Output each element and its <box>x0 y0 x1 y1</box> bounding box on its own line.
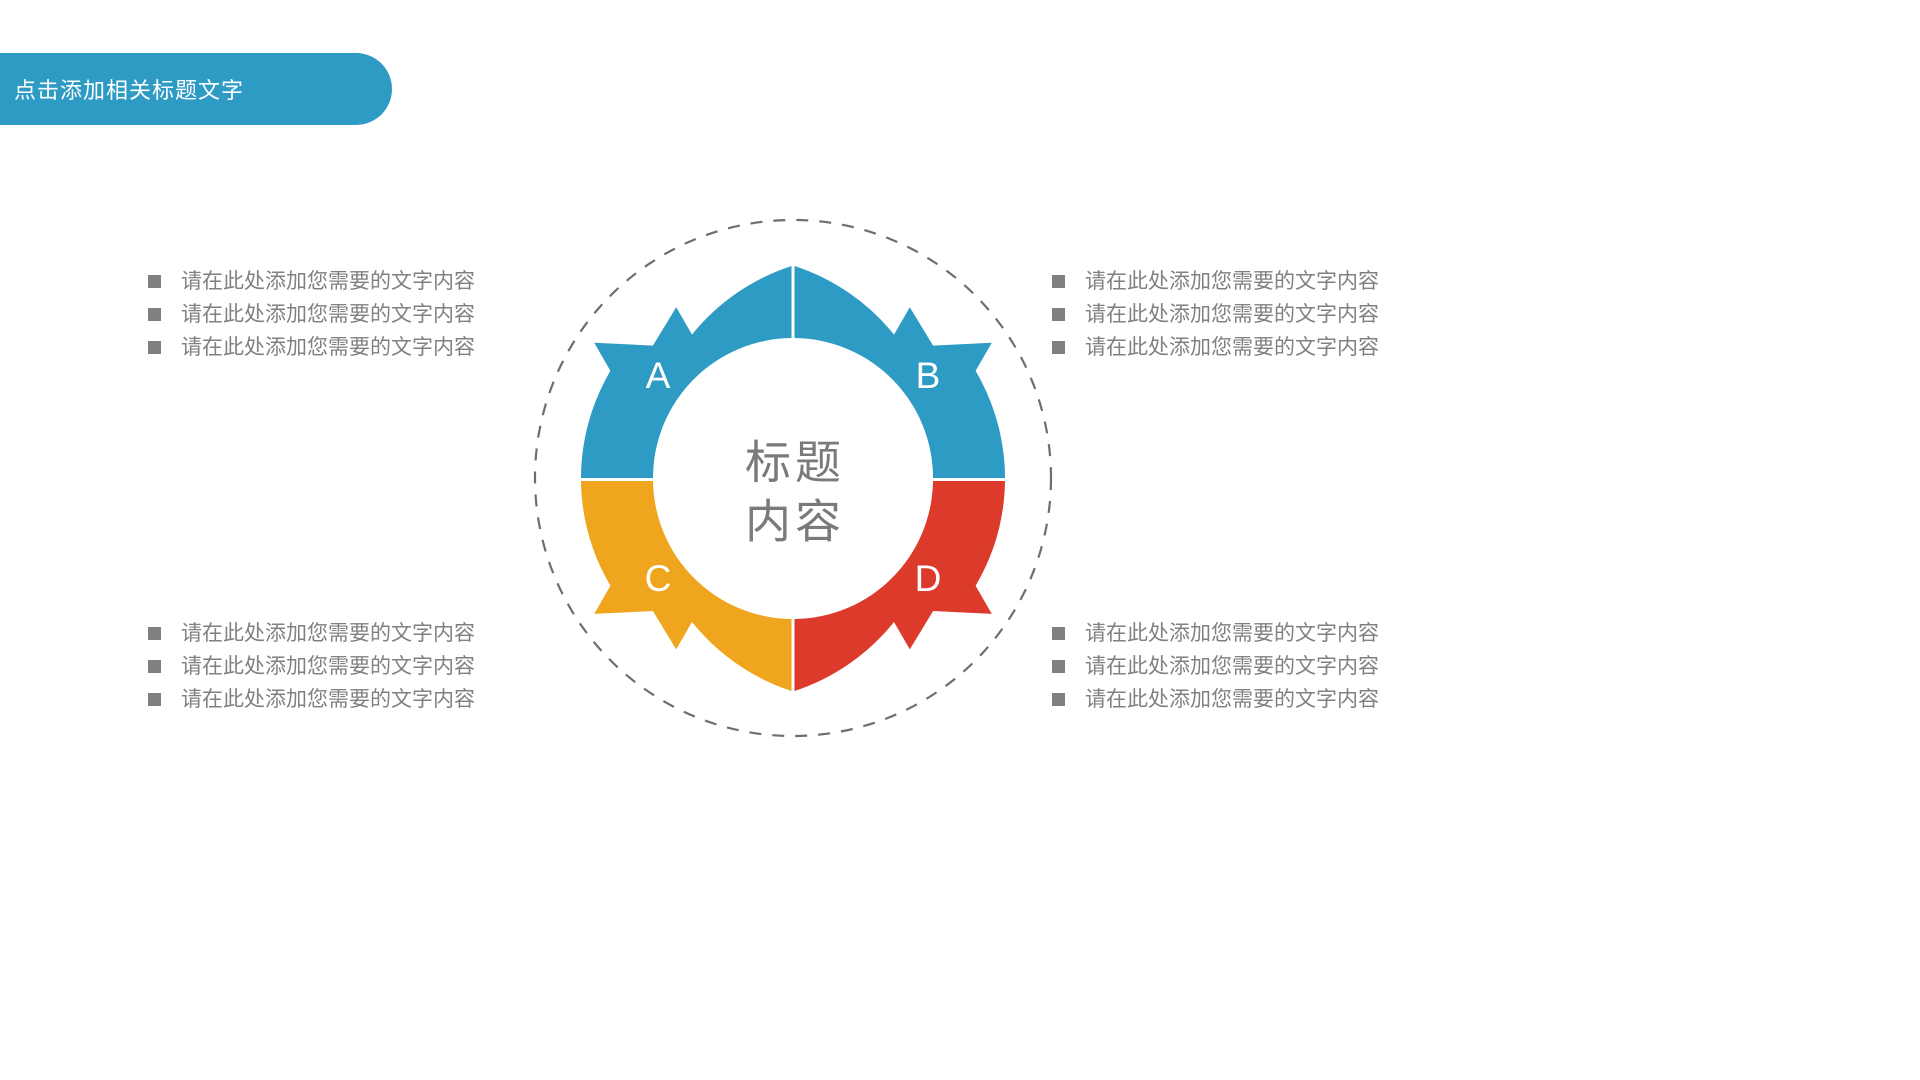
list-item[interactable]: 请在此处添加您需要的文字内容 <box>148 267 568 296</box>
list-item-label: 请在此处添加您需要的文字内容 <box>181 335 475 359</box>
list-item[interactable]: 请在此处添加您需要的文字内容 <box>1052 652 1472 681</box>
segment-c-label: C <box>645 558 672 599</box>
text-block-top-left: 请在此处添加您需要的文字内容 请在此处添加您需要的文字内容 请在此处添加您需要的… <box>148 267 568 366</box>
square-bullet-icon <box>1052 275 1065 288</box>
square-bullet-icon <box>1052 627 1065 640</box>
page-title: 点击添加相关标题文字 <box>14 78 245 103</box>
list-item-label: 请在此处添加您需要的文字内容 <box>181 621 475 645</box>
list-item[interactable]: 请在此处添加您需要的文字内容 <box>148 300 568 329</box>
square-bullet-icon <box>1052 660 1065 673</box>
list-item-label: 请在此处添加您需要的文字内容 <box>181 269 475 293</box>
list-item[interactable]: 请在此处添加您需要的文字内容 <box>1052 267 1472 296</box>
square-bullet-icon <box>148 693 161 706</box>
square-bullet-icon <box>148 627 161 640</box>
list-item-label: 请在此处添加您需要的文字内容 <box>1085 654 1379 678</box>
segment-d-label: D <box>915 558 942 599</box>
segment-a-shape[interactable] <box>581 266 792 478</box>
list-item-label: 请在此处添加您需要的文字内容 <box>1085 269 1379 293</box>
list-item[interactable]: 请在此处添加您需要的文字内容 <box>1052 619 1472 648</box>
header-banner[interactable]: 点击添加相关标题文字 <box>0 53 392 125</box>
segment-b-shape[interactable] <box>794 266 1006 478</box>
text-block-bottom-right: 请在此处添加您需要的文字内容 请在此处添加您需要的文字内容 请在此处添加您需要的… <box>1052 619 1472 718</box>
segment-b-label: B <box>916 355 941 396</box>
list-item[interactable]: 请在此处添加您需要的文字内容 <box>1052 685 1472 714</box>
list-item[interactable]: 请在此处添加您需要的文字内容 <box>148 685 568 714</box>
segment-c-shape[interactable] <box>581 481 792 691</box>
center-title-line-2: 内容 <box>745 497 845 548</box>
list-item-label: 请在此处添加您需要的文字内容 <box>1085 687 1379 711</box>
list-item[interactable]: 请在此处添加您需要的文字内容 <box>148 652 568 681</box>
segment-d-shape[interactable] <box>794 481 1006 691</box>
dashed-guide-ring <box>533 218 1053 738</box>
list-item-label: 请在此处添加您需要的文字内容 <box>181 687 475 711</box>
text-block-top-right: 请在此处添加您需要的文字内容 请在此处添加您需要的文字内容 请在此处添加您需要的… <box>1052 267 1472 366</box>
square-bullet-icon <box>148 308 161 321</box>
square-bullet-icon <box>1052 308 1065 321</box>
square-bullet-icon <box>1052 693 1065 706</box>
list-item[interactable]: 请在此处添加您需要的文字内容 <box>1052 300 1472 329</box>
list-item[interactable]: 请在此处添加您需要的文字内容 <box>1052 333 1472 362</box>
square-bullet-icon <box>1052 341 1065 354</box>
list-item-label: 请在此处添加您需要的文字内容 <box>181 302 475 326</box>
list-item-label: 请在此处添加您需要的文字内容 <box>181 654 475 678</box>
list-item[interactable]: 请在此处添加您需要的文字内容 <box>148 619 568 648</box>
square-bullet-icon <box>148 660 161 673</box>
square-bullet-icon <box>148 341 161 354</box>
list-item-label: 请在此处添加您需要的文字内容 <box>1085 335 1379 359</box>
list-item[interactable]: 请在此处添加您需要的文字内容 <box>148 333 568 362</box>
text-block-bottom-left: 请在此处添加您需要的文字内容 请在此处添加您需要的文字内容 请在此处添加您需要的… <box>148 619 568 718</box>
list-item-label: 请在此处添加您需要的文字内容 <box>1085 621 1379 645</box>
list-item-label: 请在此处添加您需要的文字内容 <box>1085 302 1379 326</box>
segment-a-label: A <box>646 355 671 396</box>
square-bullet-icon <box>148 275 161 288</box>
cycle-diagram: A B C D 标题 内容 <box>533 218 1053 738</box>
center-title-line-1: 标题 <box>745 438 845 489</box>
